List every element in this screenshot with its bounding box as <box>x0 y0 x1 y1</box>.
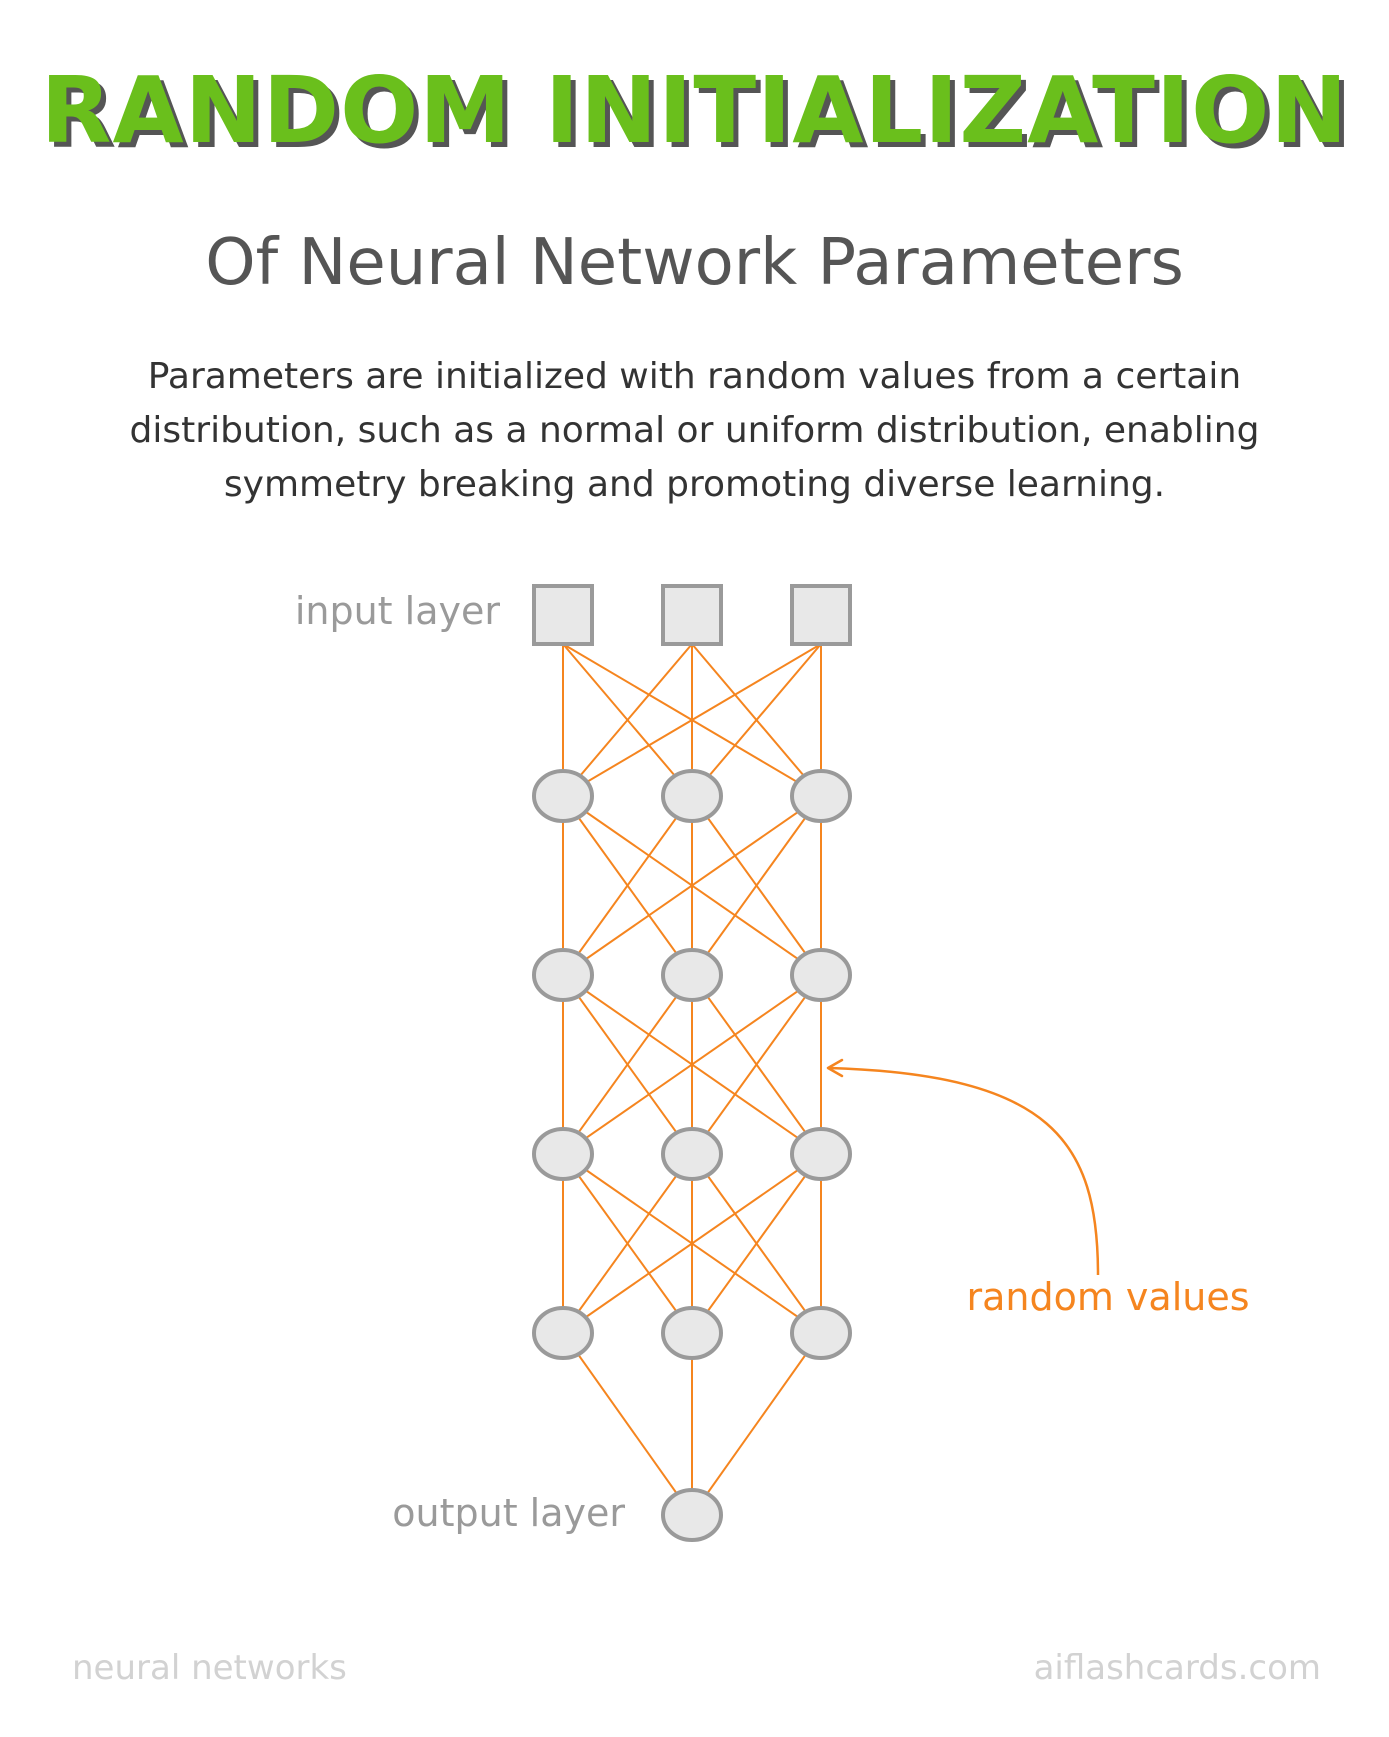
edge-l2-2-1 <box>691 974 822 1155</box>
edge-l2-1-0 <box>562 974 693 1155</box>
hidden-node-l4-2 <box>790 1306 852 1360</box>
edge-l0-1-0 <box>562 643 693 797</box>
hidden-node-l3-0 <box>532 1127 594 1181</box>
hidden-node-l1-0 <box>532 769 594 823</box>
description-text: Parameters are initialized with random v… <box>129 356 1260 505</box>
hidden-node-l1-2 <box>790 769 852 823</box>
edge-l0-2-0 <box>562 643 822 797</box>
connection-edges <box>562 643 822 1516</box>
network-nodes <box>532 584 852 1542</box>
footer-site: aiflashcards.com <box>1033 1648 1321 1688</box>
hidden-node-l4-0 <box>532 1306 594 1360</box>
input-layer-label: input layer <box>295 589 501 633</box>
hidden-node-l3-2 <box>790 1127 852 1181</box>
page-subtitle: Of Neural Network Parameters <box>205 226 1184 300</box>
edge-l3-2-0 <box>562 1153 822 1334</box>
edge-l4-0-0 <box>562 1332 693 1516</box>
hidden-node-l2-2 <box>790 948 852 1002</box>
edge-l2-2-0 <box>562 974 822 1155</box>
edge-l3-1-0 <box>562 1153 693 1334</box>
hidden-node-l2-0 <box>532 948 594 1002</box>
edge-l4-2-0 <box>691 1332 822 1516</box>
edge-l1-2-0 <box>562 795 822 976</box>
annotation-arrow <box>829 1066 1100 1276</box>
edge-l1-2-1 <box>691 795 822 976</box>
output-layer-label: output layer <box>392 1491 625 1535</box>
hidden-node-l2-1 <box>661 948 723 1002</box>
edge-l0-2-1 <box>691 643 822 797</box>
edge-l1-1-0 <box>562 795 693 976</box>
input-node-2 <box>790 584 852 646</box>
footer-topic: neural networks <box>72 1648 347 1688</box>
hidden-node-l1-1 <box>661 769 723 823</box>
annotation-label: random values <box>966 1275 1249 1319</box>
input-node-0 <box>532 584 594 646</box>
hidden-node-l3-1 <box>661 1127 723 1181</box>
output-node <box>661 1488 723 1542</box>
arrowhead-icon <box>826 1058 844 1078</box>
hidden-node-l4-1 <box>661 1306 723 1360</box>
edge-l3-2-1 <box>691 1153 822 1334</box>
page-title: RANDOM INITIALIZATION <box>40 57 1349 164</box>
input-node-1 <box>661 584 723 646</box>
